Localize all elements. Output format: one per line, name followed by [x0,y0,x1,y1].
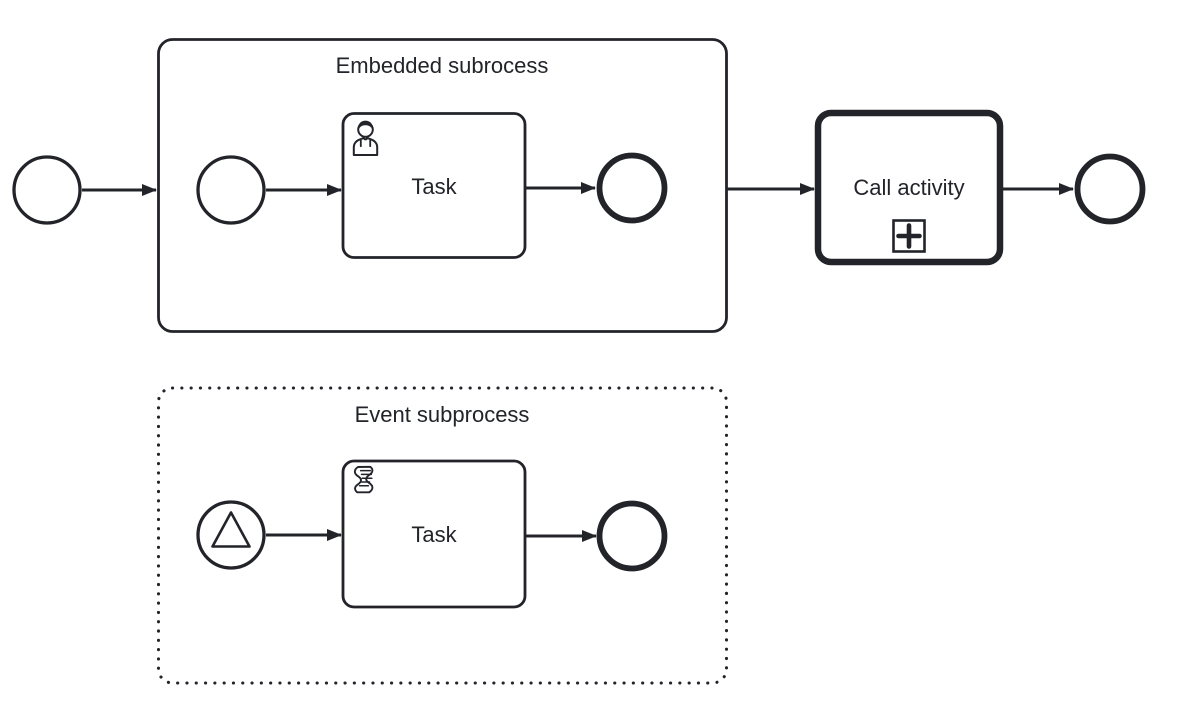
end-event-shape[interactable] [596,152,668,224]
script-task[interactable]: Task [341,459,527,609]
start-event[interactable] [196,155,266,225]
user-task-shape[interactable] [341,112,527,259]
user-task-label: Task [411,174,457,199]
end-event[interactable] [1074,153,1146,225]
signal-start-event-shape[interactable] [196,500,266,570]
start-event-shape[interactable] [12,155,82,225]
end-event[interactable] [596,152,668,224]
script-task-label: Task [411,522,457,547]
end-event[interactable] [596,500,668,572]
script-icon [353,465,374,494]
user-task[interactable]: Task [341,112,527,259]
user-icon [352,120,379,156]
embedded-subprocess[interactable]: Embedded subrocess Task [157,38,728,333]
event-subprocess[interactable]: Event subprocess Task [156,386,729,685]
signal-triangle-icon [211,511,251,548]
expand-plus-icon[interactable] [892,219,926,253]
event-subprocess-title: Event subprocess [355,402,530,427]
call-activity[interactable]: Call activity [814,109,1004,266]
call-activity-label: Call activity [853,175,964,200]
signal-start-event[interactable] [196,500,266,570]
embedded-subprocess-title: Embedded subrocess [336,53,549,78]
start-event-shape[interactable] [196,155,266,225]
script-task-shape[interactable] [341,459,527,609]
end-event-shape[interactable] [1074,153,1146,225]
start-event[interactable] [12,155,82,225]
end-event-shape[interactable] [596,500,668,572]
